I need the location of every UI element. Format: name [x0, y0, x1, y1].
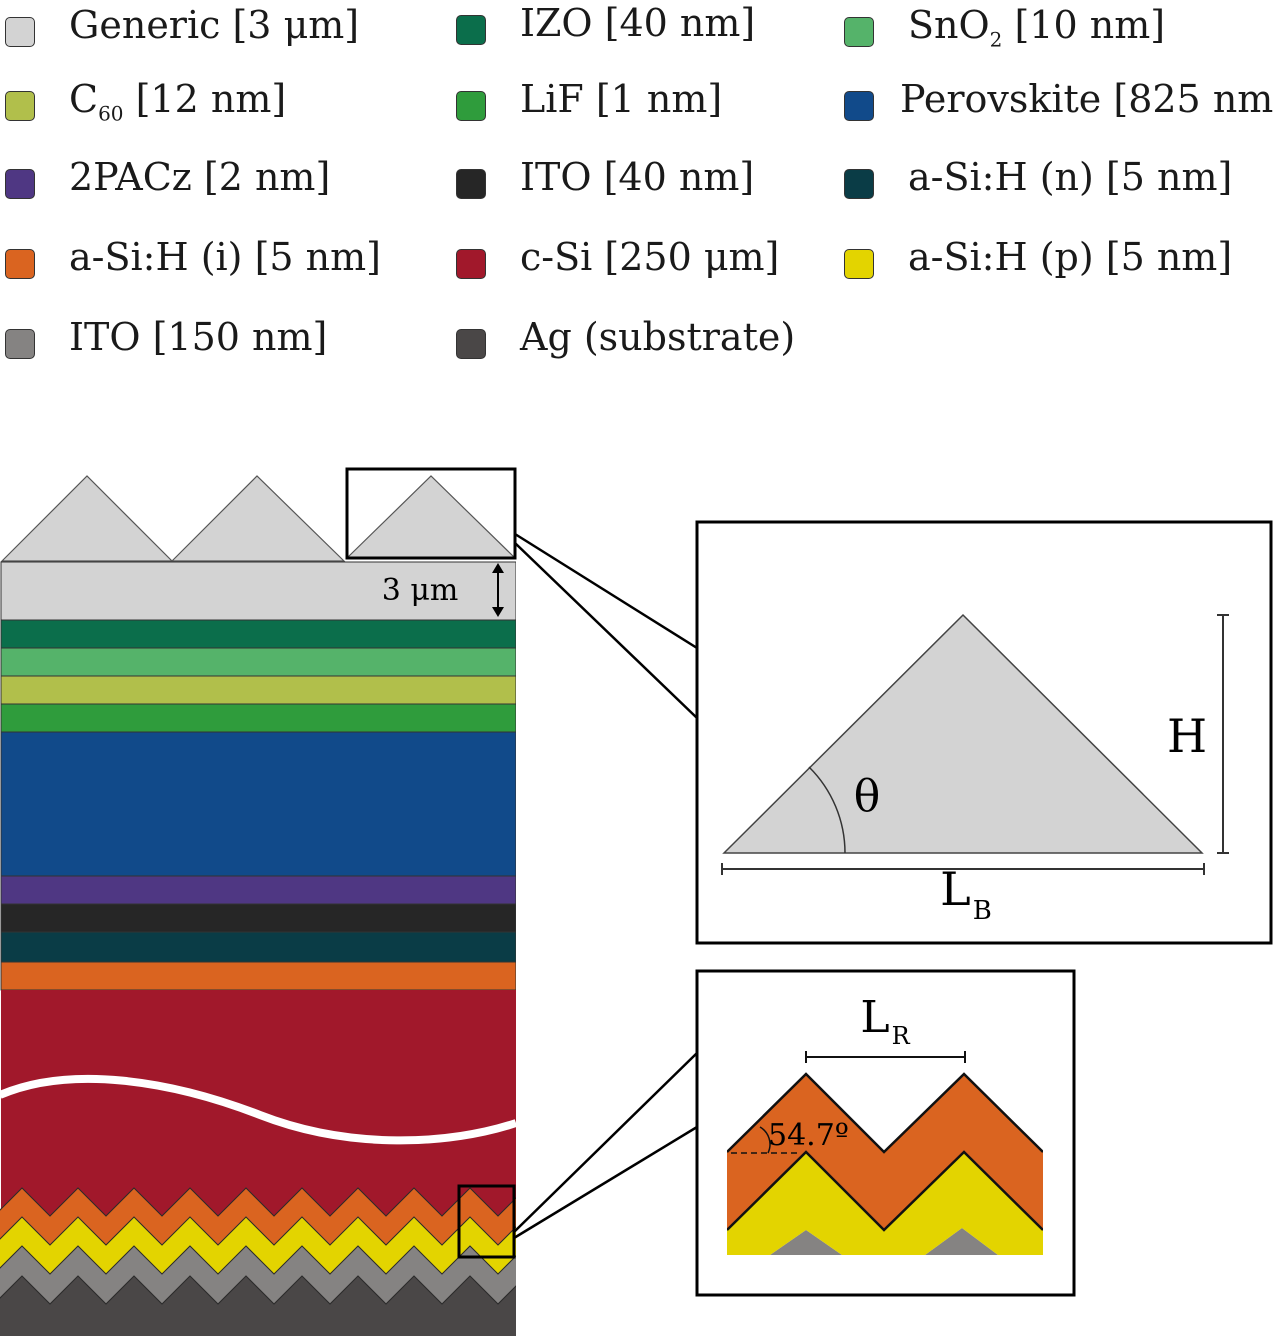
legend-swatch [456, 329, 486, 359]
zoom-box-bottom [457, 1184, 516, 1259]
legend-item-asih-i: a-Si:H (i) [5 nm] [5, 235, 381, 286]
legend-label: 2PACz [2 nm] [69, 154, 331, 199]
legend-swatch [844, 91, 874, 121]
legend-swatch [5, 17, 35, 47]
rear-angle-arc [759, 1126, 771, 1154]
legend-label: a-Si:H (i) [5 nm] [69, 234, 381, 279]
layer-sno2 [0, 647, 516, 677]
layer-lif [0, 703, 516, 733]
rear-detail [727, 1072, 1043, 1255]
rear-textured-layers [0, 1187, 516, 1336]
layer-ito-40 [0, 903, 516, 933]
layer-asih-i-top [0, 961, 516, 991]
legend-item-izo: IZO [40 nm] [456, 1, 755, 52]
pyramid [0, 475, 174, 562]
front-pyramids [0, 475, 517, 562]
legend-label: C60 [12 nm] [69, 76, 287, 126]
legend-item-ito-150: ITO [150 nm] [5, 315, 327, 366]
legend-item-ag: Ag (substrate) [456, 315, 795, 366]
legend-swatch [844, 17, 874, 47]
pyramid [170, 475, 346, 562]
legend-label: SnO2 [10 nm] [908, 2, 1166, 52]
pyramid-detail [722, 613, 1204, 854]
legend-swatch [5, 169, 35, 199]
layer-asih-n [0, 931, 516, 963]
base-label: LB [940, 862, 992, 926]
height-label: H [1167, 709, 1207, 763]
legend-item-lif: LiF [1 nm] [456, 77, 722, 128]
layer-generic [0, 561, 516, 621]
legend-label: a-Si:H (n) [5 nm] [908, 154, 1233, 199]
callout-connectors [513, 532, 698, 1240]
rear-ito-detail [770, 1228, 998, 1255]
rear-period-label: LR [860, 992, 910, 1050]
legend-label: Generic [3 μm] [69, 2, 360, 47]
legend-swatch [456, 169, 486, 199]
legend-item-ito-40: ITO [40 nm] [456, 155, 754, 206]
legend-item-asih-n: a-Si:H (n) [5 nm] [844, 155, 1232, 206]
angle-arc [808, 766, 846, 854]
legend-swatch [456, 249, 486, 279]
rear-angle-label: 54.7º [768, 1118, 849, 1153]
legend-label: c-Si [250 μm] [520, 234, 780, 279]
layer-2pacz [0, 875, 516, 905]
base-dimension [721, 863, 1205, 875]
legend-swatch [844, 249, 874, 279]
layer-izo [0, 619, 516, 649]
legend-item-sno2: SnO2 [10 nm] [844, 3, 1165, 54]
theta-label: θ [854, 771, 881, 822]
legend-label: LiF [1 nm] [520, 76, 723, 121]
legend-item-c-si: c-Si [250 μm] [456, 235, 779, 286]
legend-label: ITO [150 nm] [69, 314, 328, 359]
legend-label: Perovskite [825 nm] [900, 76, 1273, 121]
pyramid [345, 475, 517, 559]
legend-label: a-Si:H (p) [5 nm] [908, 234, 1233, 279]
rear-asih-p-detail [727, 1152, 1043, 1255]
layer-stack [0, 561, 516, 1336]
break-line [0, 1074, 518, 1145]
layer-perovskite [0, 731, 516, 877]
thickness-arrow [492, 563, 504, 617]
zoom-box-top [345, 467, 517, 560]
thickness-label: 3 μm [382, 573, 459, 608]
legend-swatch [456, 15, 486, 45]
rear-ag-substrate [0, 1275, 516, 1336]
legend-item-2pacz: 2PACz [2 nm] [5, 155, 330, 206]
legend-item-c60: C60 [12 nm] [5, 77, 286, 128]
legend-item-asih-p: a-Si:H (p) [5 nm] [844, 235, 1232, 286]
legend-swatch [456, 91, 486, 121]
legend-swatch [5, 249, 35, 279]
legend-swatch [844, 169, 874, 199]
legend-label: IZO [40 nm] [520, 0, 756, 45]
legend-label: ITO [40 nm] [520, 154, 755, 199]
height-dimension [1217, 614, 1229, 854]
layer-c60 [0, 675, 516, 705]
legend-label: Ag (substrate) [520, 314, 796, 359]
legend-swatch [5, 91, 35, 121]
legend-swatch [5, 329, 35, 359]
rear-period-dimension [805, 1051, 966, 1063]
legend-item-perovskite: Perovskite [825 nm] [844, 77, 1273, 128]
legend-item-generic: Generic [3 μm] [5, 3, 359, 54]
